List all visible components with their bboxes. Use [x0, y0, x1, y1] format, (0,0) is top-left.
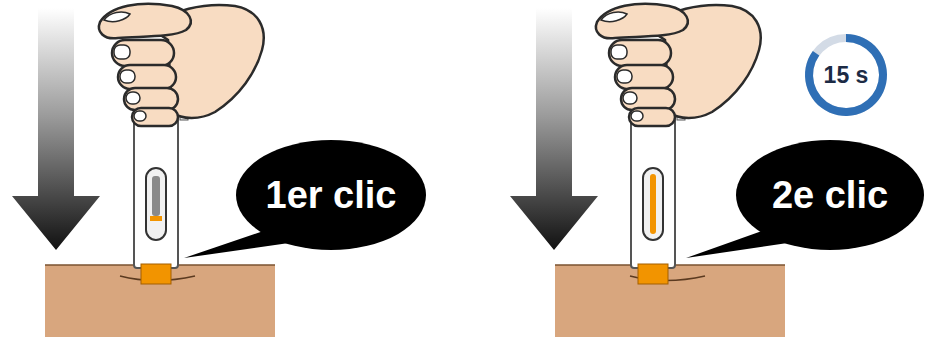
bubble-body [236, 140, 426, 250]
hand [596, 4, 761, 126]
left-panel [12, 4, 275, 337]
timer-circle: 15 s [804, 33, 888, 117]
pen-window [146, 168, 166, 240]
callout-text: 2e clic [772, 174, 888, 217]
speech-bubble: 1er clic [236, 140, 426, 250]
push-arrow [510, 8, 598, 250]
timer-label: 15 s [824, 62, 869, 89]
timer-progress [805, 34, 887, 116]
push-arrow [12, 8, 100, 250]
pen-window [643, 168, 663, 240]
right-panel [510, 4, 785, 337]
hand [99, 4, 264, 126]
speech-bubble: 2e clic [736, 140, 924, 250]
skin [555, 265, 785, 337]
callout-text: 1er clic [266, 174, 397, 217]
bubble-body [736, 140, 924, 250]
